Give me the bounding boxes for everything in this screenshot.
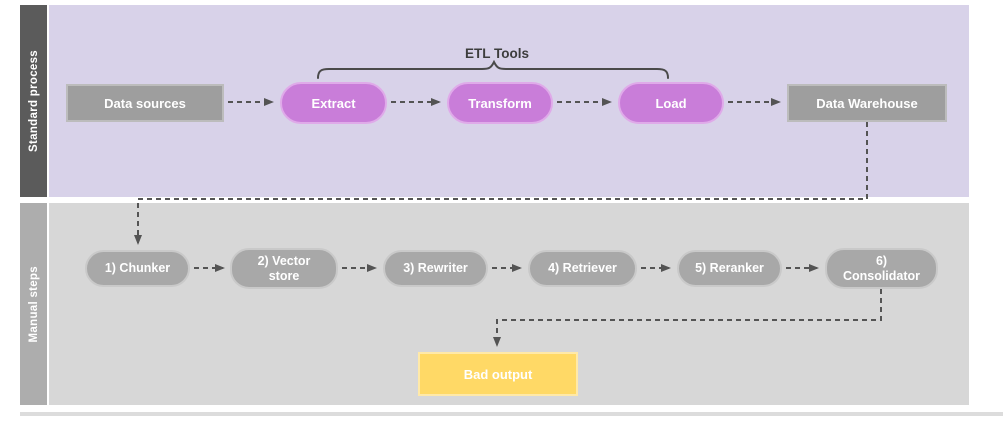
node-reranker: 5) Reranker <box>677 250 782 287</box>
node-retriever: 4) Retriever <box>528 250 637 287</box>
etl-tools-label: ETL Tools <box>465 46 529 61</box>
swimlane-standard-process-header: Standard process <box>20 5 47 197</box>
node-load: Load <box>618 82 724 124</box>
node-rewriter: 3) Rewriter <box>383 250 488 287</box>
node-data-warehouse: Data Warehouse <box>787 84 947 122</box>
lane-label-standard-process: Standard process <box>27 50 40 152</box>
node-extract: Extract <box>280 82 387 124</box>
page-bottom-shadow <box>20 412 1003 416</box>
swimlane-manual-steps-header: Manual steps <box>20 203 47 405</box>
lane-label-manual-steps: Manual steps <box>27 265 40 343</box>
node-bad-output: Bad output <box>418 352 578 396</box>
node-vector-store: 2) Vector store <box>230 248 338 289</box>
node-chunker: 1) Chunker <box>85 250 190 287</box>
node-consolidator: 6) Consolidator <box>825 248 938 289</box>
node-data-sources: Data sources <box>66 84 224 122</box>
node-transform: Transform <box>447 82 553 124</box>
